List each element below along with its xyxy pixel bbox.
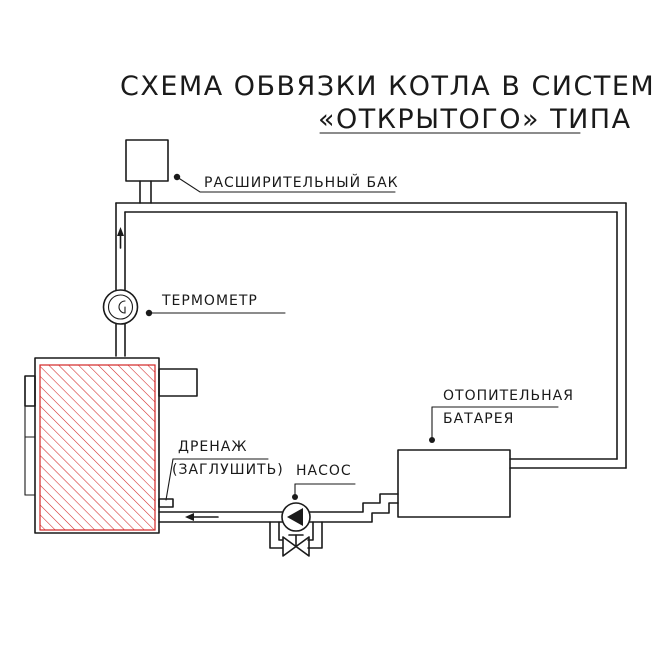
thermometer-label: термометр — [161, 293, 258, 309]
pump-label: насос — [296, 463, 352, 479]
radiator-label-line1: отопительная — [443, 388, 574, 404]
return-pipe — [158, 511, 283, 523]
top-supply-pipe — [115, 202, 627, 213]
pump-icon — [281, 502, 311, 532]
flow-up-arrow-icon — [117, 227, 124, 249]
diagram-title-line1: схема обвязки котла в системе — [120, 71, 654, 102]
boiler — [24, 357, 198, 534]
thermometer-icon — [102, 289, 139, 325]
expansion-tank-label: расширительный бак — [204, 173, 399, 191]
pump-to-radiator-pipe — [309, 493, 399, 523]
valve-icon — [282, 534, 310, 557]
radiator-callout: отопительная батарея — [429, 388, 574, 443]
flow-left-arrow-icon — [185, 513, 219, 521]
radiator — [397, 449, 511, 518]
pump-callout: насос — [292, 463, 356, 500]
radiator-feed-pipe — [509, 458, 627, 469]
drain-label-line2: (заглушить) — [172, 462, 284, 478]
thermometer-callout: термометр — [145, 293, 286, 317]
supply-riser-pipe — [115, 202, 126, 357]
expansion-tank — [125, 139, 169, 204]
right-vertical-pipe — [616, 202, 627, 469]
expansion-tank-callout: расширительный бак — [173, 173, 399, 193]
radiator-label-line2: батарея — [443, 411, 514, 427]
diagram-title-line2: «открытого» типа — [318, 104, 632, 135]
drain-label-line1: дренаж — [178, 439, 247, 455]
drain-callout: дренаж (заглушить) — [165, 439, 284, 501]
